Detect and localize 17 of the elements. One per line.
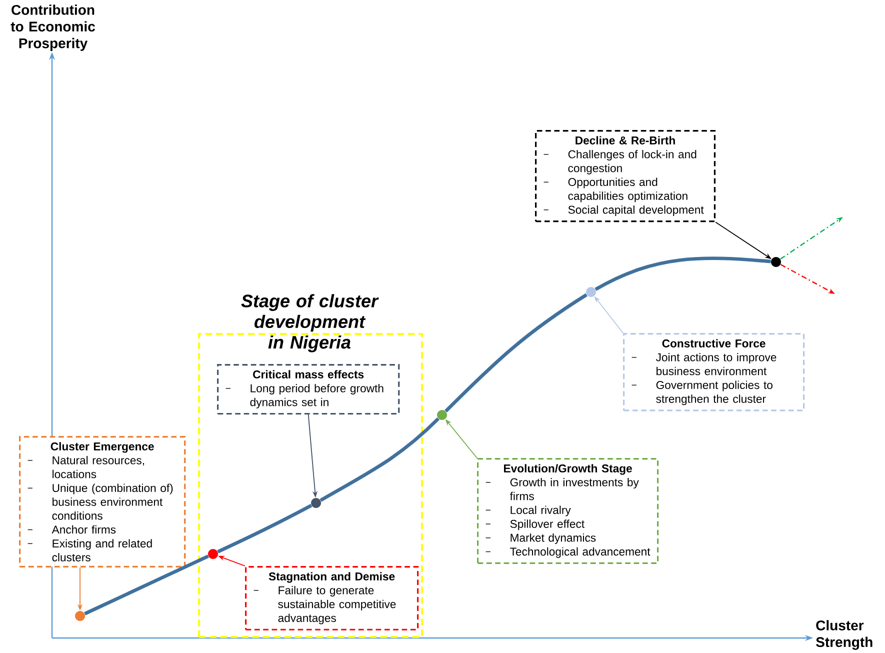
growth-curve: [594, 256, 771, 291]
curve-point: [208, 548, 218, 559]
stage-box: Evolution/Growth Stage Growth in investments by firms Local rivalry Spillover effect Market dynamics Technological advancement: [477, 458, 659, 564]
stage-box: Decline & Re-Birth Challenges of lock-in and congestion Opportunities and capabilities optimization Social capital development: [535, 130, 716, 222]
stage-box: Cluster Emergence Natural resources, locations Unique (combination of) business environment conditions Anchor firms Existing and related clusters: [19, 436, 186, 568]
curve-point: [437, 410, 447, 420]
growth-curve: [84, 554, 209, 616]
curve-point: [586, 286, 596, 297]
stage-box: Stagnation and Demise Failure to generate sustainable competitive advantages: [245, 566, 419, 630]
stage-box: Constructive Force Joint actions to improve business environment Government policies to strengthen the cluster: [623, 332, 805, 412]
growth-curve: [320, 417, 440, 502]
growth-curve: [217, 504, 312, 554]
stage-box: Critical mass effects Long period before growth dynamics set in: [217, 364, 400, 415]
curve-point: [771, 257, 781, 267]
growth-curve: [444, 293, 588, 412]
axis-label: Contribution to Economic Prosperity: [10, 4, 95, 51]
axis-label: Cluster Strength: [816, 620, 872, 650]
